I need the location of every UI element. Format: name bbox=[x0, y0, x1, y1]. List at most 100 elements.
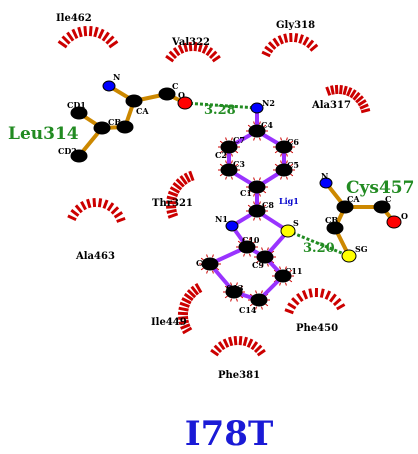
hydrophobic-labels: Ile462 Val322 Gly318 Ala317 Thr321 Ala46… bbox=[56, 13, 351, 381]
arc-spoke bbox=[342, 85, 348, 96]
arc-spoke bbox=[308, 288, 313, 298]
atom-spoke bbox=[253, 201, 255, 205]
arc-spoke bbox=[167, 190, 179, 198]
arc-spoke bbox=[253, 344, 263, 354]
arc-spoke bbox=[339, 85, 343, 95]
arc-spoke bbox=[105, 35, 115, 45]
atom-spoke bbox=[253, 137, 255, 141]
hbond-distance: 3.28 bbox=[204, 103, 236, 118]
arc-spoke bbox=[264, 45, 274, 54]
hydrophobic-contact-arc bbox=[284, 287, 346, 315]
hbond-distance: 3.20 bbox=[303, 241, 335, 256]
residue-val322: Val322 bbox=[171, 37, 210, 48]
ligand-bonds bbox=[208, 106, 290, 302]
complex-title: I78T bbox=[185, 414, 274, 454]
arc-spoke bbox=[92, 197, 97, 208]
atom-spoke bbox=[259, 217, 261, 221]
atom-label: C11 bbox=[285, 266, 303, 276]
atom-spoke bbox=[240, 285, 244, 289]
arc-spoke bbox=[77, 26, 83, 38]
arc-spoke bbox=[334, 84, 339, 95]
atom-spoke bbox=[255, 260, 259, 264]
arc-spoke bbox=[97, 28, 105, 40]
atom-spoke bbox=[230, 298, 232, 302]
atom-spoke bbox=[274, 150, 278, 154]
atom-spoke bbox=[280, 137, 282, 141]
arc-spoke bbox=[172, 182, 183, 191]
arc-spoke bbox=[167, 212, 179, 219]
atom-spoke bbox=[255, 306, 257, 310]
arc-spoke bbox=[110, 206, 120, 215]
atom-spoke bbox=[212, 254, 214, 258]
atom-spoke bbox=[225, 137, 227, 141]
atom-spoke bbox=[255, 290, 257, 294]
arc-spoke bbox=[80, 200, 87, 211]
atom-spoke bbox=[237, 240, 241, 244]
atom-spoke bbox=[212, 270, 214, 274]
atom-sulfur bbox=[280, 224, 296, 238]
atom-spoke bbox=[259, 137, 261, 141]
arc-spoke bbox=[178, 306, 189, 312]
atom-spoke bbox=[253, 217, 255, 221]
arc-spoke bbox=[208, 50, 218, 60]
hydrophobic-arcs bbox=[57, 25, 371, 357]
atom-spoke bbox=[259, 193, 261, 197]
atom-spoke bbox=[286, 176, 288, 180]
arc-spoke bbox=[197, 42, 203, 53]
atom-spoke bbox=[247, 204, 251, 208]
atom-label: C bbox=[385, 194, 391, 204]
atom-oxygen bbox=[386, 215, 402, 229]
atom-spoke bbox=[236, 298, 238, 302]
arc-spoke bbox=[217, 341, 226, 351]
hydrophobic-contact-arc bbox=[210, 335, 266, 357]
hydrogen-bonds: 3.28 3.20 bbox=[184, 101, 350, 258]
arc-spoke bbox=[182, 326, 193, 335]
atom-spoke bbox=[259, 121, 261, 125]
arc-spoke bbox=[190, 285, 200, 296]
atom-spoke bbox=[290, 140, 294, 144]
arc-spoke bbox=[205, 47, 214, 57]
atom-label: C5 bbox=[287, 160, 299, 170]
atom-carbon bbox=[248, 204, 266, 218]
arc-spoke bbox=[330, 85, 335, 95]
residue-ala317: Ala317 bbox=[311, 100, 351, 111]
atom-spoke bbox=[230, 282, 232, 286]
arc-spoke bbox=[177, 311, 189, 316]
arc-spoke bbox=[102, 199, 109, 209]
atom-spoke bbox=[219, 163, 223, 167]
atom-spoke bbox=[216, 267, 220, 271]
atom-nitrogen bbox=[102, 80, 116, 92]
atom-spoke bbox=[253, 121, 255, 125]
atom-carbon bbox=[373, 200, 391, 214]
arc-spoke bbox=[291, 297, 300, 306]
atom-spoke bbox=[280, 153, 282, 157]
atom-carbon bbox=[93, 121, 111, 135]
atom-spoke bbox=[261, 247, 263, 251]
atom-label: C4 bbox=[261, 120, 273, 130]
arc-spoke bbox=[211, 54, 221, 63]
atom-carbon bbox=[70, 106, 88, 120]
atom-spoke bbox=[274, 163, 278, 167]
arc-spoke bbox=[66, 31, 75, 42]
atom-label: N bbox=[113, 72, 120, 82]
arc-spoke bbox=[175, 178, 185, 188]
atom-carbon bbox=[225, 285, 243, 299]
atom-label: CB bbox=[108, 117, 121, 127]
arc-spoke bbox=[88, 25, 93, 37]
arc-spoke bbox=[293, 33, 299, 43]
arc-spoke bbox=[283, 33, 289, 43]
arc-spoke bbox=[298, 34, 304, 44]
atom-spoke bbox=[289, 279, 293, 283]
arc-spoke bbox=[165, 54, 175, 63]
atom-spoke bbox=[290, 173, 294, 177]
arc-spoke bbox=[246, 338, 254, 348]
atom-spoke bbox=[249, 253, 251, 257]
hydrophobic-contact-arc bbox=[165, 41, 221, 63]
atom-label: C10 bbox=[242, 235, 260, 245]
atom-spoke bbox=[285, 282, 287, 286]
arc-spoke bbox=[177, 44, 185, 54]
residue-ile449: Ile449 bbox=[151, 317, 187, 328]
residue-leu314: Leu314 bbox=[8, 124, 79, 144]
arc-spoke bbox=[165, 200, 177, 205]
atom-spoke bbox=[219, 173, 223, 177]
